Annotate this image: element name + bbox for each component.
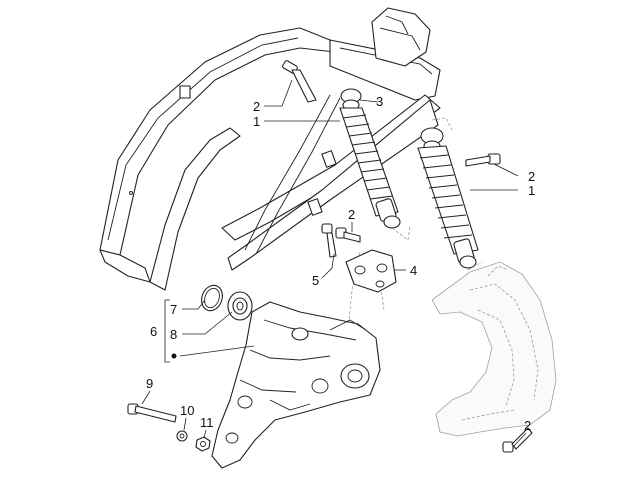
callout-2-mid: 2 <box>348 207 355 222</box>
shock-bracket <box>345 249 397 293</box>
callout-3: 3 <box>376 94 383 109</box>
callout-7: 7 <box>170 302 177 317</box>
callout-5: 5 <box>312 273 319 288</box>
bolt-bottom-right <box>502 427 533 453</box>
leader-lines <box>141 79 527 447</box>
shock-absorber-right <box>417 127 479 269</box>
callout-2-right: 2 <box>528 169 535 184</box>
group-bracket-6 <box>164 299 177 363</box>
callout-1-right: 1 <box>528 183 535 198</box>
nut <box>195 436 211 452</box>
callout-labels: 2 1 3 2 1 2 5 4 7 6 8 9 10 11 2 <box>146 94 535 433</box>
callout-6: 6 <box>150 324 157 339</box>
sub-assembly-dot-marker <box>171 353 177 359</box>
washer <box>176 430 188 442</box>
bearing <box>227 291 253 321</box>
callout-9: 9 <box>146 376 153 391</box>
swing-arm-bracket <box>211 301 381 469</box>
frame-rear-subframe <box>99 7 441 291</box>
callout-2-top: 2 <box>253 99 260 114</box>
callout-4: 4 <box>410 263 417 278</box>
callout-8: 8 <box>170 327 177 342</box>
callout-1-left: 1 <box>253 114 260 129</box>
bolt-right <box>465 153 501 167</box>
callout-2-bottom: 2 <box>524 418 531 433</box>
long-bolt <box>127 403 177 423</box>
callout-10: 10 <box>180 403 194 418</box>
bolt-5 <box>321 223 337 258</box>
callout-11: 11 <box>200 415 214 430</box>
circlip <box>201 284 223 312</box>
rear-mudguard-ghost <box>431 261 557 437</box>
shock-absorber-left <box>339 88 401 229</box>
bolt-mid <box>335 227 361 243</box>
bolt-top <box>282 60 317 103</box>
